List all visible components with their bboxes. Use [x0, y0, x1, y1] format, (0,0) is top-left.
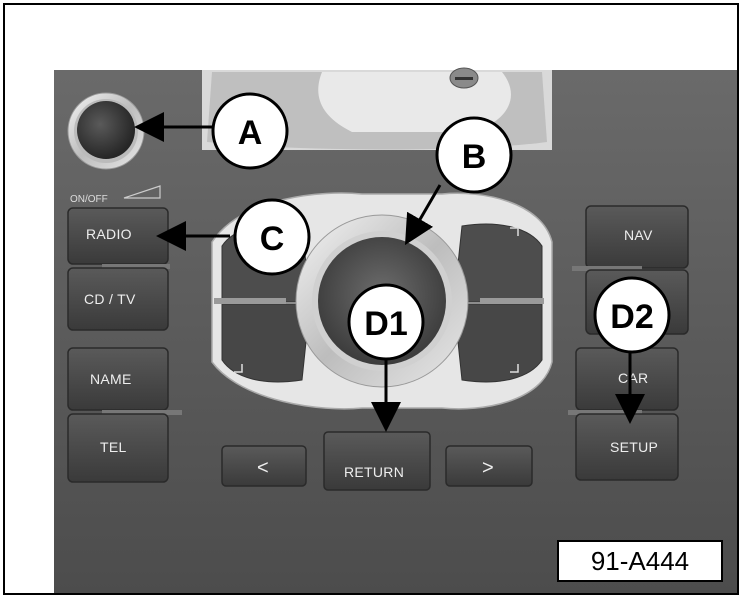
svg-text:A: A — [238, 114, 263, 152]
next-button[interactable]: > — [445, 445, 533, 487]
svg-text:>: > — [482, 457, 494, 479]
svg-text:RADIO: RADIO — [86, 226, 132, 242]
on-off-knob[interactable] — [67, 92, 145, 170]
svg-text:NAV: NAV — [624, 227, 653, 243]
soft-key-bottom-left[interactable] — [221, 303, 311, 383]
setup-button[interactable]: SETUP — [575, 413, 679, 481]
svg-text:D2: D2 — [610, 298, 653, 336]
mmi-control-panel-photo: ON/OFF RADIO CD / TV NAME TEL NAV CAR SE… — [54, 67, 737, 593]
callout-d1: D1 — [347, 283, 425, 361]
cd-tv-button[interactable]: CD / TV — [67, 267, 169, 331]
figure-frame: ON/OFF RADIO CD / TV NAME TEL NAV CAR SE… — [3, 3, 739, 595]
svg-text:SETUP: SETUP — [610, 439, 658, 455]
svg-text:TEL: TEL — [100, 439, 127, 455]
button-divider — [102, 264, 170, 269]
car-button[interactable]: CAR — [575, 347, 679, 411]
callout-d2: D2 — [593, 276, 671, 354]
nav-button[interactable]: NAV — [585, 205, 689, 269]
callout-c: C — [233, 198, 311, 276]
svg-text:<: < — [257, 457, 269, 479]
radio-button[interactable]: RADIO — [67, 207, 169, 265]
prev-button[interactable]: < — [221, 445, 307, 487]
button-divider — [568, 410, 642, 415]
name-button[interactable]: NAME — [67, 347, 169, 411]
figure-reference-code: 91-A444 — [557, 540, 723, 582]
tel-button[interactable]: TEL — [67, 413, 169, 483]
svg-text:D1: D1 — [364, 305, 407, 343]
callout-a: A — [211, 92, 289, 170]
return-button[interactable]: RETURN — [323, 431, 431, 491]
button-divider — [102, 410, 182, 415]
soft-key-bottom-right[interactable] — [453, 303, 543, 383]
on-off-label: ON/OFF — [70, 194, 108, 205]
callout-b-arrow — [404, 184, 442, 246]
callout-b: B — [435, 116, 513, 194]
svg-text:C: C — [260, 220, 285, 258]
svg-text:RETURN: RETURN — [344, 464, 404, 480]
svg-text:CD / TV: CD / TV — [84, 291, 136, 307]
button-divider — [572, 266, 642, 271]
svg-text:B: B — [462, 138, 487, 176]
svg-text:CAR: CAR — [618, 370, 648, 386]
volume-wedge-icon — [123, 185, 161, 199]
svg-text:NAME: NAME — [90, 371, 132, 387]
